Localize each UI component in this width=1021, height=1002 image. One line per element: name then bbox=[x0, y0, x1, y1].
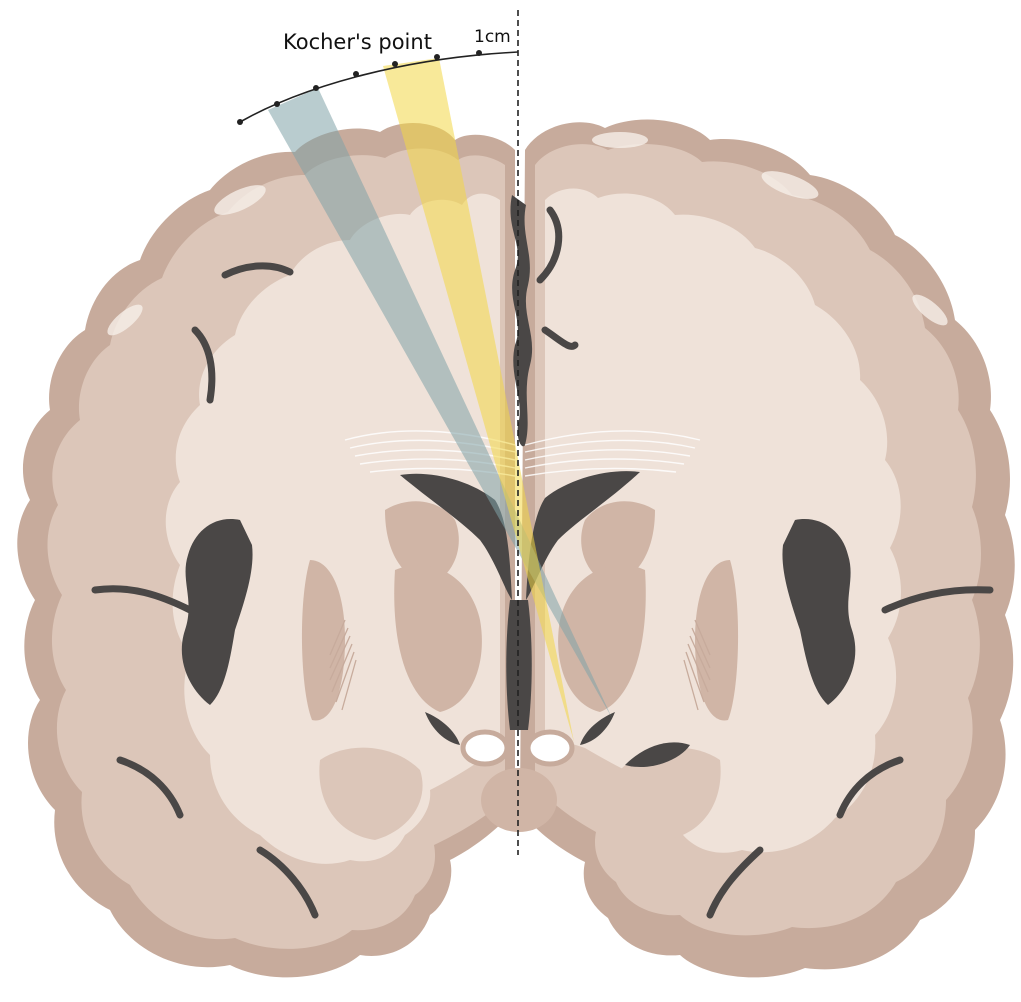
kocher-point-label: Kocher's point bbox=[283, 30, 432, 54]
brainstem bbox=[481, 768, 557, 832]
third-ventricle bbox=[506, 600, 532, 730]
optic-chiasm bbox=[463, 732, 572, 764]
scale-label: 1cm bbox=[474, 27, 511, 47]
